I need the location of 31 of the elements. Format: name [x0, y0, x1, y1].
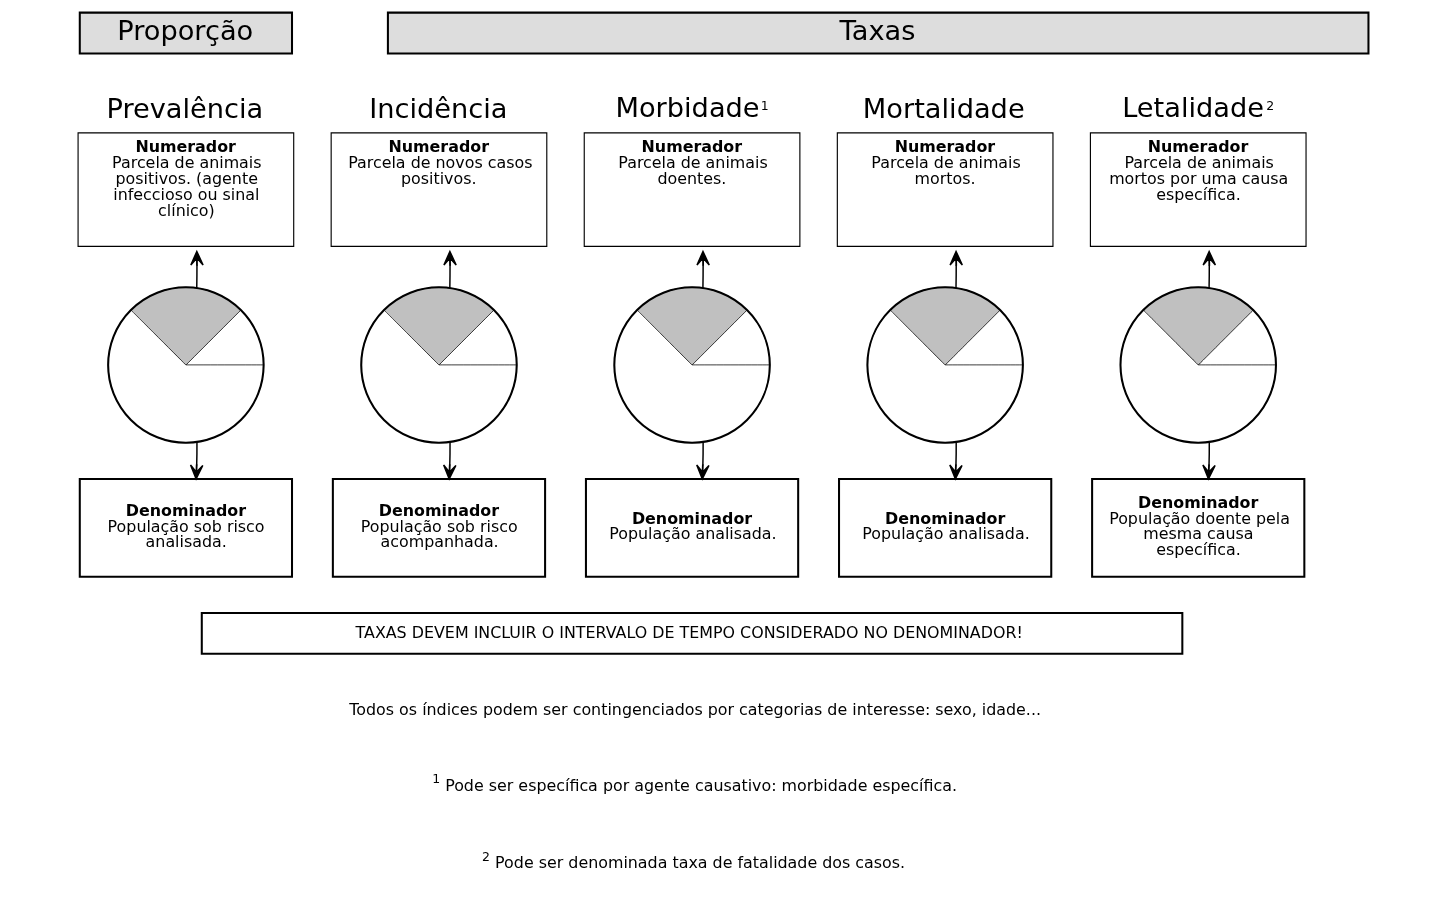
node-box: Proporção — [78, 11, 294, 55]
node-label: Morbidade$^{1}$ — [615, 92, 769, 124]
arrow — [1202, 250, 1217, 289]
node-box: Denominador População analisada. — [838, 478, 1053, 578]
node-box: Numerador Parcela de animais positivos. (agente infeccioso ou sinal clínico) — [77, 132, 295, 247]
arrow — [1202, 441, 1216, 480]
label: Todos os índices podem ser contingenciados por categorias de interesse: sexo, idade... — [349, 699, 1042, 719]
arrow — [190, 250, 204, 289]
arrow — [443, 250, 457, 289]
arrow — [442, 441, 457, 480]
arrow — [949, 441, 963, 480]
node-box: Numerador Parcela de animais mortos. — [836, 132, 1054, 247]
node-box: Taxas — [386, 11, 1370, 55]
node-box: Denominador População sob risco acompanhada. — [331, 478, 547, 578]
label: $^{1}$ Pode ser específica por agente causativo: morbidade específica. — [432, 771, 957, 795]
node-box: Numerador Parcela de novos casos positivos. — [330, 132, 548, 247]
node-label: Mortalidade — [862, 93, 1025, 125]
node-box: Denominador População doente pela mesma causa específica. — [1091, 478, 1306, 578]
label: $^{2}$ Pode ser denominada taxa de fatalidade dos casos. — [482, 848, 906, 873]
node-box: Denominador População analisada. — [584, 478, 800, 578]
node-box: TAXAS DEVEM INCLUIR O INTERVALO DE TEMPO CONSIDERADO NO DENOMINADOR! — [200, 611, 1184, 655]
arrow — [949, 250, 964, 289]
arrow — [189, 441, 204, 480]
node-box: Numerador Parcela de animais doentes. — [583, 132, 801, 247]
node-label: Incidência — [369, 93, 508, 125]
arrow — [696, 250, 710, 289]
node-label: Prevalência — [106, 93, 264, 125]
node-box: Denominador População sob risco analisada. — [78, 478, 294, 578]
arrow — [696, 441, 710, 480]
node-label: Letalidade$^{2}$ — [1122, 92, 1275, 124]
node-box: Numerador Parcela de animais mortos por uma causa específica. — [1089, 132, 1307, 247]
